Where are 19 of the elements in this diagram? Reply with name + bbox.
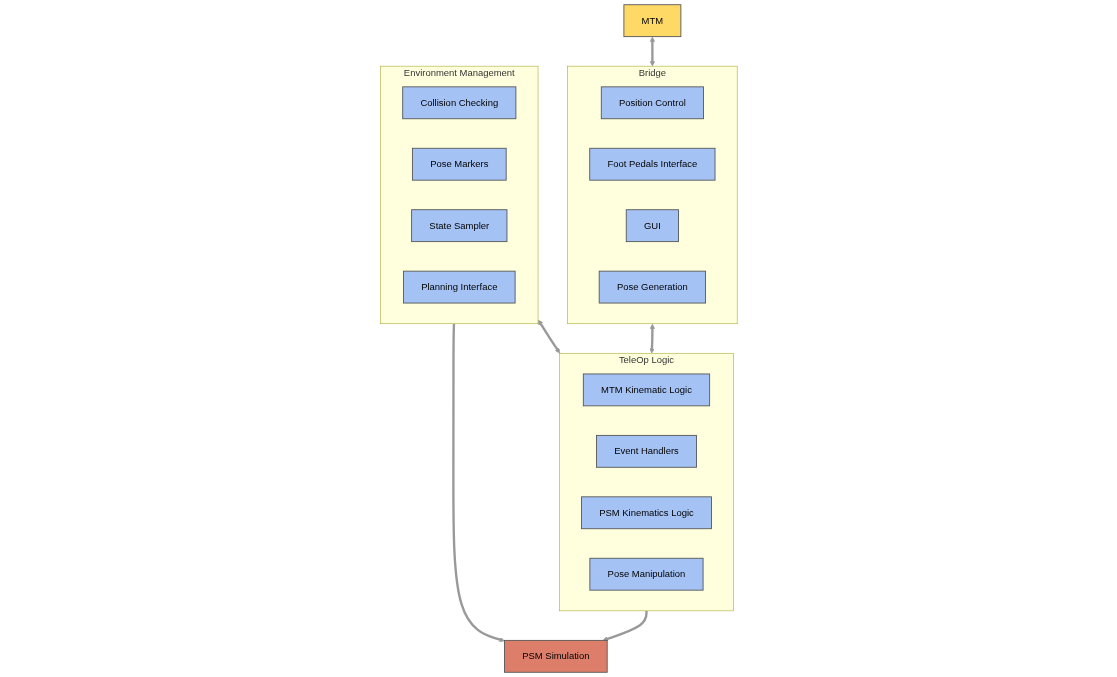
node-box: Pose Markers — [411, 147, 507, 181]
node-box: Planning Interface — [402, 270, 516, 304]
node-box: MTM — [623, 4, 681, 38]
node-box: PSM Simulation — [503, 639, 608, 673]
node-box: Collision Checking — [401, 86, 516, 120]
node-box: Position Control — [600, 86, 704, 120]
node-box: MTM Kinematic Logic — [582, 373, 710, 407]
arrow — [602, 610, 648, 642]
node-box: Pose Manipulation — [589, 557, 704, 591]
node-box: State Sampler — [410, 209, 508, 243]
node-box: Pose Generation — [598, 270, 706, 304]
arrow — [451, 323, 505, 643]
node-box: PSM Kinematics Logic — [580, 496, 712, 530]
arrow — [649, 36, 655, 67]
arrow — [649, 323, 655, 354]
node-box: Foot Pedals Interface — [588, 147, 716, 181]
node-box: Event Handlers — [595, 434, 697, 468]
arrow — [537, 319, 560, 354]
node-box: GUI — [625, 209, 679, 243]
